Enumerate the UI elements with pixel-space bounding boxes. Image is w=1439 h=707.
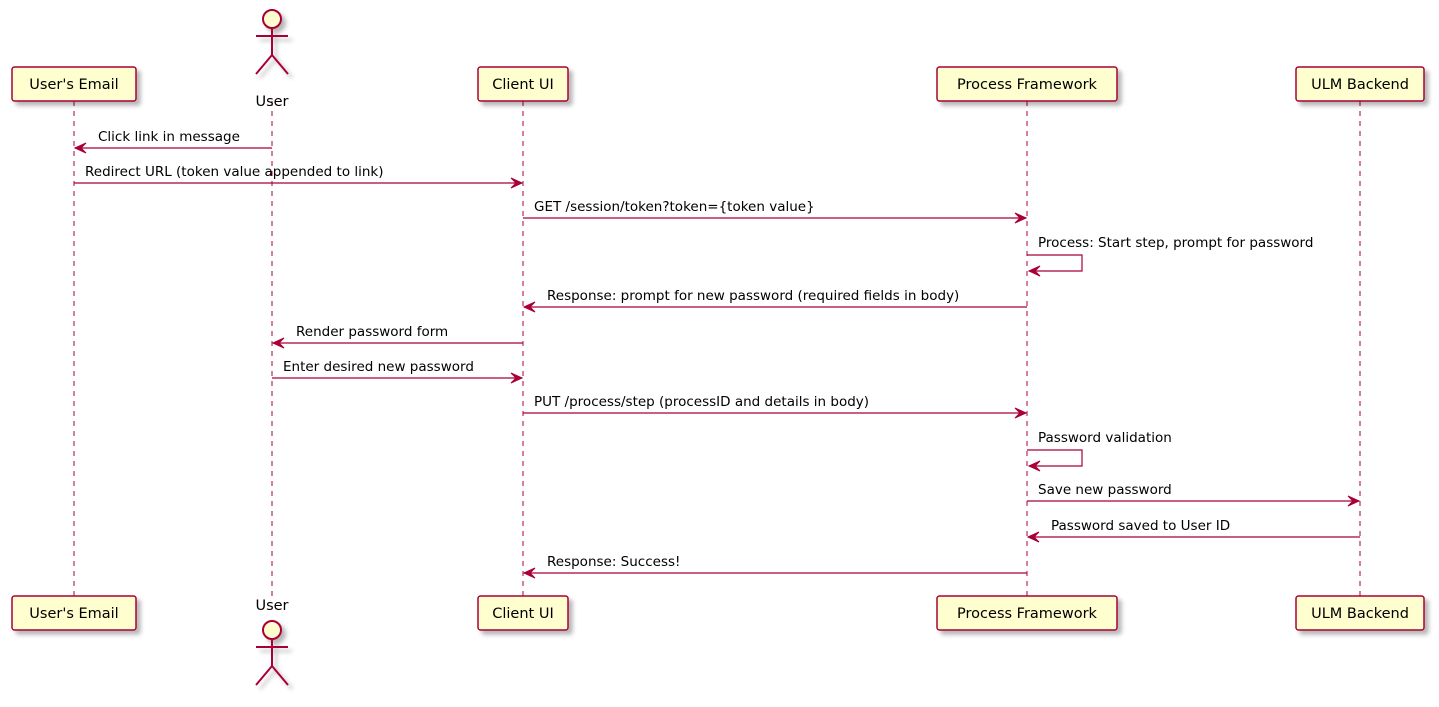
message-12: Response: Success! <box>522 554 1027 579</box>
participant-box <box>936 595 1118 631</box>
arrow-head <box>510 372 524 384</box>
participant-box <box>936 66 1118 102</box>
arrow-head <box>1014 407 1028 419</box>
arrow-head <box>1026 531 1040 543</box>
participant-email-bottom: User's Email <box>11 595 137 631</box>
participant-client-bottom: Client UI <box>477 595 569 631</box>
actor-figure <box>255 9 289 75</box>
message-label: Redirect URL (token value appended to li… <box>85 164 384 180</box>
participant-label: User's Email <box>29 606 118 622</box>
message-10: Save new password <box>1027 482 1361 507</box>
arrow-head <box>271 337 285 349</box>
message-7: Enter desired new password <box>272 359 524 384</box>
arrow-head <box>73 142 87 154</box>
actor-label: User <box>255 598 288 614</box>
participant-box <box>11 595 137 631</box>
arrow-head <box>1014 212 1028 224</box>
message-label: Response: Success! <box>547 554 680 570</box>
message-label: Response: prompt for new password (requi… <box>547 288 959 304</box>
actor-user-top: User <box>255 9 289 110</box>
participant-label: Client UI <box>492 77 553 93</box>
arrow-head <box>1027 460 1041 472</box>
message-label: Process: Start step, prompt for password <box>1038 235 1313 251</box>
message-8: PUT /process/step (processID and details… <box>523 394 1028 419</box>
participant-process-bottom: Process Framework <box>936 595 1118 631</box>
arrow-head <box>522 567 536 579</box>
participant-box <box>1295 66 1425 102</box>
message-5: Response: prompt for new password (requi… <box>522 288 1027 313</box>
arrow-head <box>510 177 524 189</box>
participant-label: ULM Backend <box>1311 606 1409 622</box>
participant-label: Process Framework <box>957 77 1097 93</box>
message-label: Click link in message <box>98 129 240 145</box>
arrow-head <box>1027 265 1041 277</box>
participant-email-top: User's Email <box>11 66 137 102</box>
self-message-line <box>1027 254 1083 272</box>
actor-figure <box>255 620 289 686</box>
self-message-line <box>1027 449 1083 467</box>
participant-label: User's Email <box>29 77 118 93</box>
message-label: GET /session/token?token={token value} <box>534 199 815 215</box>
actor-label: User <box>255 94 288 110</box>
arrow-head <box>522 301 536 313</box>
message-label: Password saved to User ID <box>1051 518 1230 534</box>
message-label: Password validation <box>1038 430 1172 446</box>
participant-box <box>1295 595 1425 631</box>
message-6: Render password form <box>271 324 523 349</box>
participant-label: ULM Backend <box>1311 77 1409 93</box>
participant-process-top: Process Framework <box>936 66 1118 102</box>
message-label: Render password form <box>296 324 448 340</box>
participant-label: Client UI <box>492 606 553 622</box>
message-3: GET /session/token?token={token value} <box>523 199 1028 224</box>
participant-label: Process Framework <box>957 606 1097 622</box>
participant-box <box>477 595 569 631</box>
message-9: Password validation <box>1027 430 1172 472</box>
message-11: Password saved to User ID <box>1026 518 1360 543</box>
participant-client-top: Client UI <box>477 66 569 102</box>
message-1: Click link in message <box>73 129 272 154</box>
participant-box <box>477 66 569 102</box>
actor-user-bottom: User <box>255 598 289 686</box>
participant-ulm-bottom: ULM Backend <box>1295 595 1425 631</box>
message-2: Redirect URL (token value appended to li… <box>74 164 524 189</box>
arrow-head <box>1347 495 1361 507</box>
message-label: PUT /process/step (processID and details… <box>534 394 869 410</box>
message-label: Enter desired new password <box>283 359 474 375</box>
message-label: Save new password <box>1038 482 1172 498</box>
participant-ulm-top: ULM Backend <box>1295 66 1425 102</box>
participant-box <box>11 66 137 102</box>
message-4: Process: Start step, prompt for password <box>1027 235 1313 277</box>
